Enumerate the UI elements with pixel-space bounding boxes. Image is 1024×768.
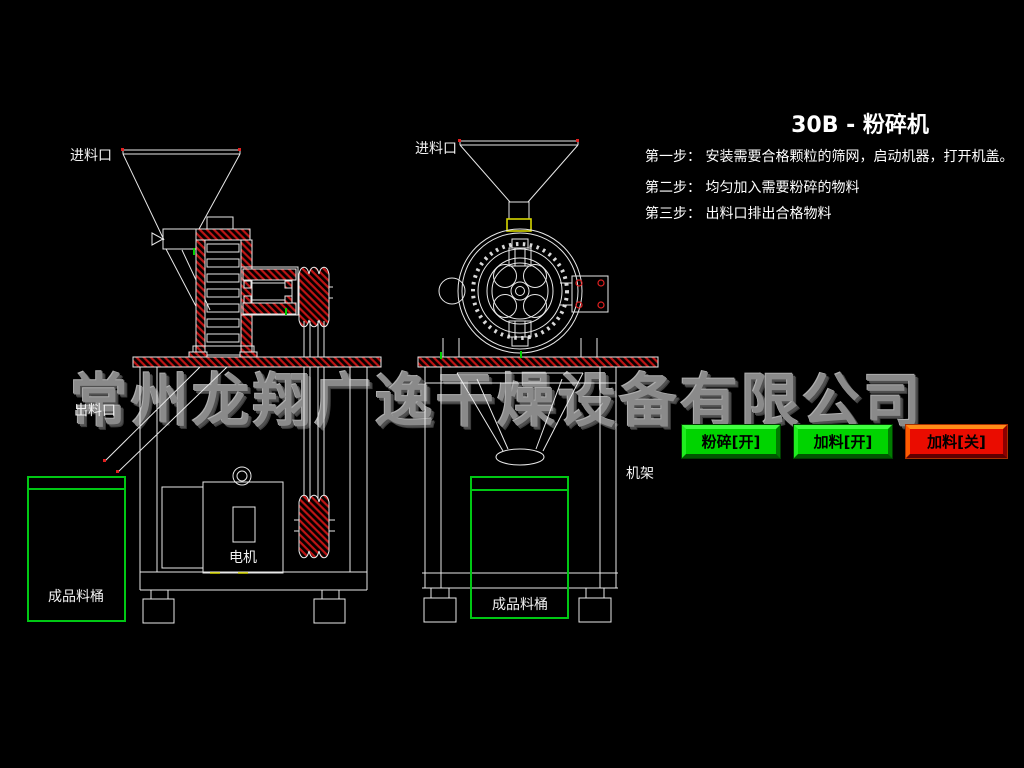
side-flange (560, 275, 609, 313)
grinding-chamber (438, 228, 583, 354)
feed-off-button[interactable]: 加料[关] (906, 425, 1007, 458)
motor-label: 电机 (229, 550, 257, 566)
front-table-plate (417, 356, 659, 368)
cad-markers (103, 139, 579, 473)
crush-on-button[interactable]: 粉碎[开] (682, 425, 780, 458)
product-barrel-right (470, 476, 569, 619)
motor (161, 466, 284, 574)
instruction-step-3: 第三步： 出料口排出合格物料 (645, 206, 832, 222)
product-barrel-left (27, 476, 126, 622)
product-barrel-label-left: 成品料桶 (48, 589, 104, 605)
discharge-outlet-label: 出料口 (74, 403, 116, 419)
feed-inlet-label-right: 进料口 (415, 141, 457, 157)
drive-belt (303, 321, 325, 502)
feed-inlet-label-left: 进料口 (70, 148, 112, 164)
chamber-legs (442, 338, 598, 357)
lower-pulley (294, 494, 335, 559)
discharge-chute (104, 366, 228, 473)
page-title: 30B - 粉碎机 (791, 113, 929, 138)
feed-on-button[interactable]: 加料[开] (794, 425, 892, 458)
hand-wheel (438, 277, 466, 305)
side-table-plate (132, 356, 382, 368)
discharge-cone (456, 372, 584, 466)
front-hopper (459, 140, 579, 232)
instruction-step-2: 第二步： 均匀加入需要粉碎的物料 (645, 180, 860, 196)
front-view: 进料口 机架 成品料桶 (415, 140, 659, 623)
side-view: 进料口 出料口 电机 成品料桶 (27, 148, 382, 624)
machine-frame-label: 机架 (626, 466, 654, 482)
side-frame (139, 367, 368, 624)
mill-body (188, 216, 258, 368)
upper-pulley (298, 266, 330, 328)
product-barrel-label-right: 成品料桶 (492, 597, 548, 613)
front-frame (422, 367, 618, 623)
instruction-step-1: 第一步： 安装需要合格颗粒的筛网，启动机器，打开机盖。 (645, 149, 1014, 165)
company-watermark: 常州龙翔广逸干燥设备有限公司 (70, 367, 925, 435)
